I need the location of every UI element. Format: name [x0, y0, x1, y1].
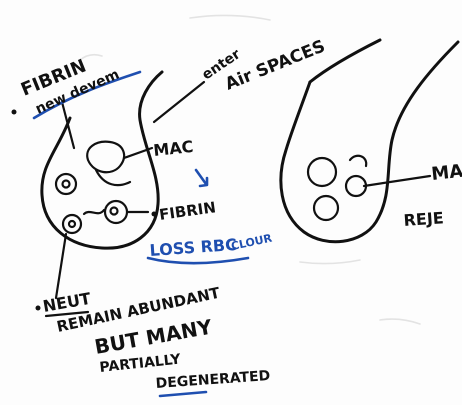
label-air-spaces: Air SPACES — [222, 36, 328, 94]
label-loss-rbc: LOSS RBC — [149, 235, 238, 260]
underline-degenerated — [160, 392, 206, 396]
bullet-fibrin-small — [152, 212, 157, 217]
neutrophil-nucleus-2 — [69, 221, 75, 227]
macrophage-right-2 — [350, 156, 366, 166]
fibrin-strand-2 — [84, 210, 104, 214]
neutrophil-nucleus-1 — [63, 181, 70, 188]
label-degenerated: DEGENERATED — [155, 368, 271, 392]
bullet-neut — [36, 306, 41, 311]
leader-lines — [12, 82, 431, 311]
label-rej-partial: REJE — [403, 208, 444, 230]
macrophage-cell-right-4 — [314, 196, 338, 220]
label-mac-right-partial: MA — [430, 161, 462, 185]
blue-arrow-shaft — [196, 170, 206, 184]
neutrophil-cell-3 — [105, 201, 127, 223]
macrophage-cell — [87, 142, 124, 173]
bullet-fibrin — [12, 110, 17, 115]
label-clover: CLOUR — [230, 231, 274, 252]
neutrophil-nucleus-3 — [111, 208, 118, 215]
leader-enter-air-spaces — [154, 82, 204, 122]
label-mac-left: MAC — [152, 137, 194, 160]
leader-neut — [56, 234, 66, 298]
neutrophil-cell-1 — [56, 174, 76, 194]
label-fibrin-small: FIBRIN — [158, 198, 217, 224]
background-bleed-marks — [80, 15, 420, 324]
macrophage-cell-right — [308, 158, 336, 186]
neutrophil-cell-2 — [63, 215, 81, 233]
leader-mac-right — [364, 176, 430, 186]
leader-fibrin — [62, 102, 74, 148]
